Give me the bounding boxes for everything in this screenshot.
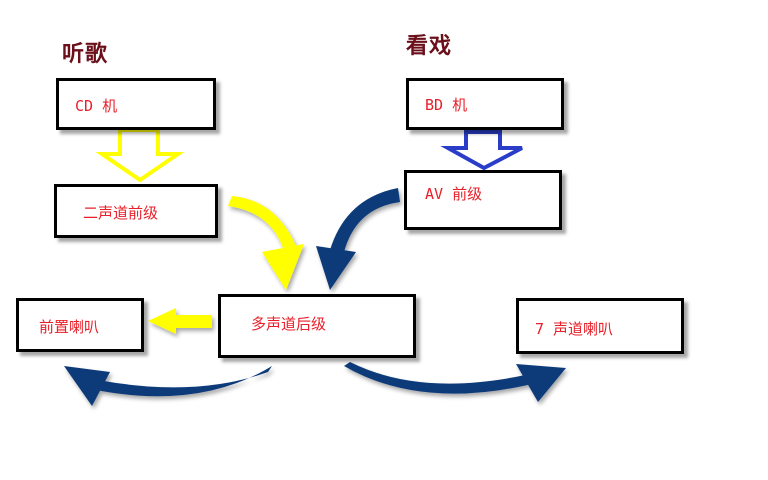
box-cd-player: CD 机 <box>56 78 216 130</box>
arrow-multichannel-to-front-speakers <box>148 308 212 334</box>
heading-music: 听歌 <box>62 41 109 67</box>
arrow-bd-to-av-preamp <box>440 130 523 171</box>
box-seven-channel-speakers: 7 声道喇叭 <box>516 298 684 354</box>
box-seven-channel-speakers-label: 7 声道喇叭 <box>535 320 614 338</box>
arrow-multichannel-to-front-sweep <box>64 366 272 406</box>
box-av-preamp-label: AV 前级 <box>425 185 483 203</box>
arrow-av-preamp-to-multichannel <box>316 188 400 290</box>
box-multichannel-amp-label: 多声道后级 <box>251 315 327 333</box>
box-stereo-preamp: 二声道前级 <box>54 184 218 238</box>
box-av-preamp: AV 前级 <box>404 170 562 230</box>
box-stereo-preamp-label: 二声道前级 <box>83 204 159 222</box>
arrow-multichannel-to-seven-channel <box>344 362 566 402</box>
box-bd-player: BD 机 <box>406 78 564 130</box>
heading-movie: 看戏 <box>406 33 453 59</box>
box-cd-player-label: CD 机 <box>75 97 118 115</box>
arrow-cd-to-stereo-preamp <box>95 128 185 183</box>
box-multichannel-amp: 多声道后级 <box>218 294 416 358</box>
box-front-speakers: 前置喇叭 <box>16 298 144 352</box>
arrow-stereo-preamp-to-multichannel <box>228 196 304 290</box>
box-front-speakers-label: 前置喇叭 <box>39 318 100 336</box>
box-bd-player-label: BD 机 <box>425 96 468 114</box>
